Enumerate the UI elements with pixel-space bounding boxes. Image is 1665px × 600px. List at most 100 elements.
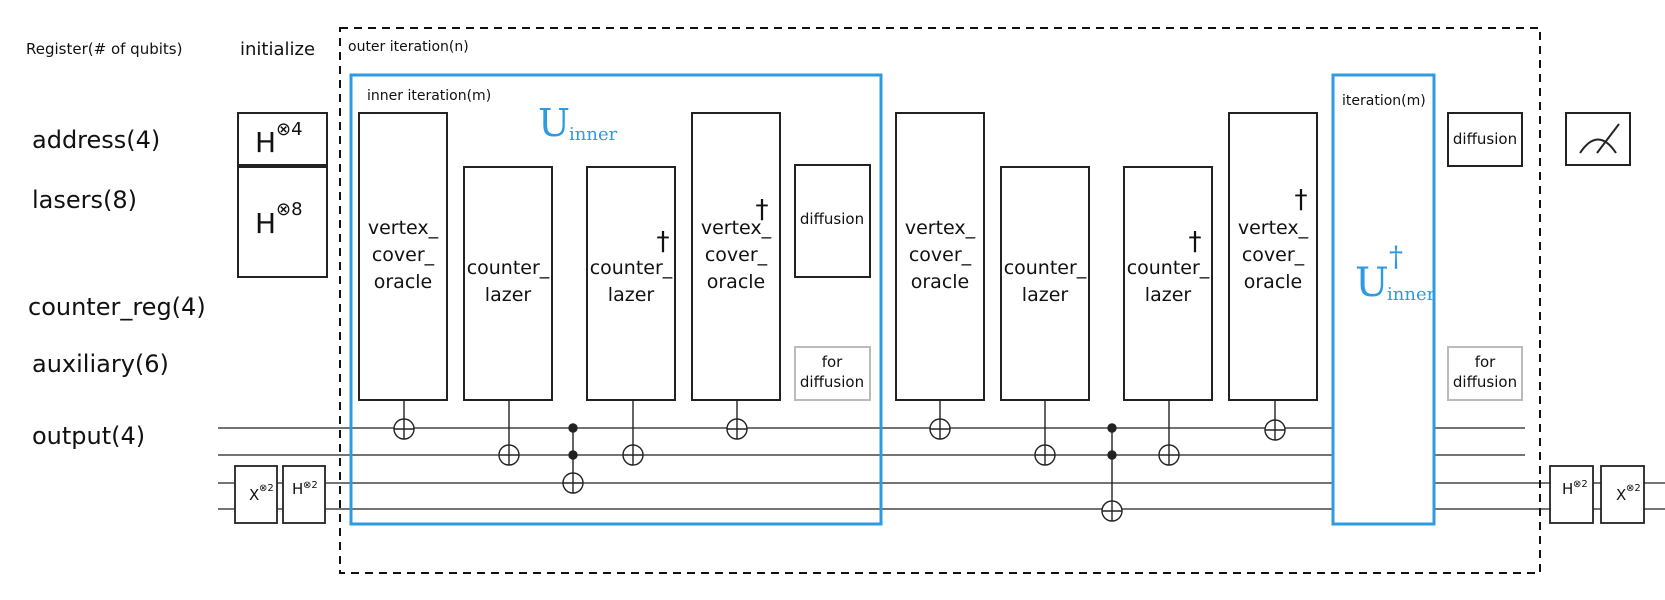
h-ancilla-final-gate: H ⊗2: [1549, 465, 1594, 524]
gate-box: [691, 112, 781, 401]
h-lasers-gate: H ⊗8: [237, 166, 328, 278]
gate-box: [586, 166, 676, 401]
x-ancilla-final-base: X: [1616, 486, 1626, 504]
x-ancilla-final-sup: ⊗2: [1626, 483, 1641, 494]
outer-iteration-label: outer iteration(n): [348, 39, 469, 55]
gate-line-1: counter_: [1127, 257, 1210, 279]
h-ancilla-final-sup: ⊗2: [1573, 479, 1588, 490]
u-dagger-sup: †: [1389, 240, 1403, 273]
x-ancilla-final-gate: X ⊗2: [1600, 465, 1645, 524]
diffusion-label: diffusion: [1453, 130, 1517, 148]
inner-controls: [393, 400, 748, 494]
control-dot: [568, 450, 578, 460]
register-label-counter-reg: counter_reg(4): [28, 293, 206, 321]
gate-line-2: cover_: [372, 244, 435, 266]
h-address-gate-box: [237, 112, 328, 166]
h-lasers-gate-box: [237, 166, 328, 278]
inner-iteration-label: inner iteration(m): [367, 88, 491, 104]
inner-counter-lazer-gate: counter_ lazer: [463, 166, 553, 401]
for-diffusion-line-2: diffusion: [800, 373, 864, 391]
outer-vertex-cover-oracle-gate: vertex_ cover_ oracle: [895, 112, 985, 401]
gate-line-1: counter_: [1004, 257, 1087, 279]
control-dot: [1107, 450, 1117, 460]
gate-line-1: vertex_: [368, 217, 439, 239]
gate-box: [794, 164, 871, 278]
gate-box: [463, 166, 553, 401]
x-ancilla-init-base: X: [249, 486, 259, 504]
register-label-address: address(4): [32, 126, 160, 154]
dagger-symbol: †: [1189, 227, 1202, 257]
x-ancilla-init-gate: X ⊗2: [234, 465, 278, 524]
inner-iteration-box: [349, 73, 883, 526]
gate-line-3: oracle: [1244, 271, 1303, 293]
final-for-diffusion-gate: for diffusion: [1447, 346, 1523, 401]
h-ancilla-init-sup: ⊗2: [303, 480, 318, 491]
gate-line-2: lazer: [608, 284, 655, 306]
meter-needle: [1596, 123, 1620, 154]
u-dagger-subscript: inner: [1387, 284, 1436, 305]
gate-line-2: lazer: [1145, 284, 1192, 306]
register-label-lasers: lasers(8): [32, 186, 137, 214]
for-diffusion-line-1: for: [822, 353, 843, 371]
gate-line-3: oracle: [374, 271, 433, 293]
gate-box: [358, 112, 448, 401]
gate-line-2: cover_: [909, 244, 972, 266]
u-inner-symbol: U: [538, 101, 570, 145]
register-column-header: Register(# of qubits): [26, 40, 182, 58]
gate-line-3: oracle: [911, 271, 970, 293]
u-dagger-symbol: U: [1355, 260, 1389, 306]
inner-vertex-cover-oracle-gate: vertex_ cover_ oracle: [358, 112, 448, 401]
gate-line-2: cover_: [705, 244, 768, 266]
gate-line-1: counter_: [590, 257, 673, 279]
for-diffusion-line-1: for: [1475, 353, 1496, 371]
gate-box: [1228, 112, 1318, 401]
gate-box: [895, 112, 985, 401]
h-ancilla-init-box: [282, 465, 326, 524]
h-ancilla-final-base: H: [1562, 480, 1573, 498]
initialize-column-header: initialize: [240, 39, 315, 60]
gate-line-2: lazer: [485, 284, 532, 306]
gate-line-1: vertex_: [905, 217, 976, 239]
control-dot: [1107, 423, 1117, 433]
outer-controls: [929, 400, 1286, 522]
gate-box: [1447, 112, 1523, 167]
dagger-symbol: †: [657, 227, 670, 257]
gate-line-2: cover_: [1242, 244, 1305, 266]
h-lasers-sup: ⊗8: [276, 199, 303, 220]
h-address-base: H: [255, 126, 276, 159]
h-ancilla-init-gate: H ⊗2: [282, 465, 326, 524]
gate-line-1: counter_: [467, 257, 550, 279]
u-inner-subscript: inner: [569, 124, 618, 145]
uncompute-iteration-box: [1331, 73, 1436, 526]
gate-box: [1000, 166, 1090, 401]
inner-for-diffusion-gate: for diffusion: [794, 346, 871, 401]
meter-arc: [1579, 138, 1617, 154]
outer-counter-lazer-gate: counter_ lazer: [1000, 166, 1090, 401]
dagger-symbol: †: [756, 195, 769, 225]
h-address-sup: ⊗4: [276, 119, 303, 140]
gate-box: [794, 346, 871, 401]
uncompute-iteration-label: iteration(m): [1342, 93, 1426, 109]
register-label-output: output(4): [32, 422, 145, 450]
h-ancilla-final-box: [1549, 465, 1594, 524]
gate-line-2: lazer: [1022, 284, 1069, 306]
inner-vertex-cover-oracle-dagger-gate: † vertex_ cover_ oracle: [691, 112, 781, 401]
inner-counter-lazer-dagger-gate: † counter_ lazer: [586, 166, 676, 401]
final-diffusion-gate: diffusion: [1447, 112, 1523, 167]
for-diffusion-line-2: diffusion: [1453, 373, 1517, 391]
control-dot: [568, 423, 578, 433]
gate-line-1: vertex_: [1238, 217, 1309, 239]
h-ancilla-init-base: H: [292, 480, 303, 498]
meter-icon: [1565, 112, 1631, 166]
outer-iteration-box: [339, 27, 1541, 574]
h-address-gate: H ⊗4: [237, 112, 328, 166]
dagger-symbol: †: [1295, 185, 1308, 215]
x-ancilla-init-box: [234, 465, 278, 524]
outer-vertex-cover-oracle-dagger-gate: † vertex_ cover_ oracle: [1228, 112, 1318, 401]
gate-box: [1447, 346, 1523, 401]
h-lasers-base: H: [255, 207, 276, 240]
diffusion-label: diffusion: [800, 210, 864, 228]
outer-counter-lazer-dagger-gate: † counter_ lazer: [1123, 166, 1213, 401]
x-ancilla-init-sup: ⊗2: [259, 483, 274, 494]
